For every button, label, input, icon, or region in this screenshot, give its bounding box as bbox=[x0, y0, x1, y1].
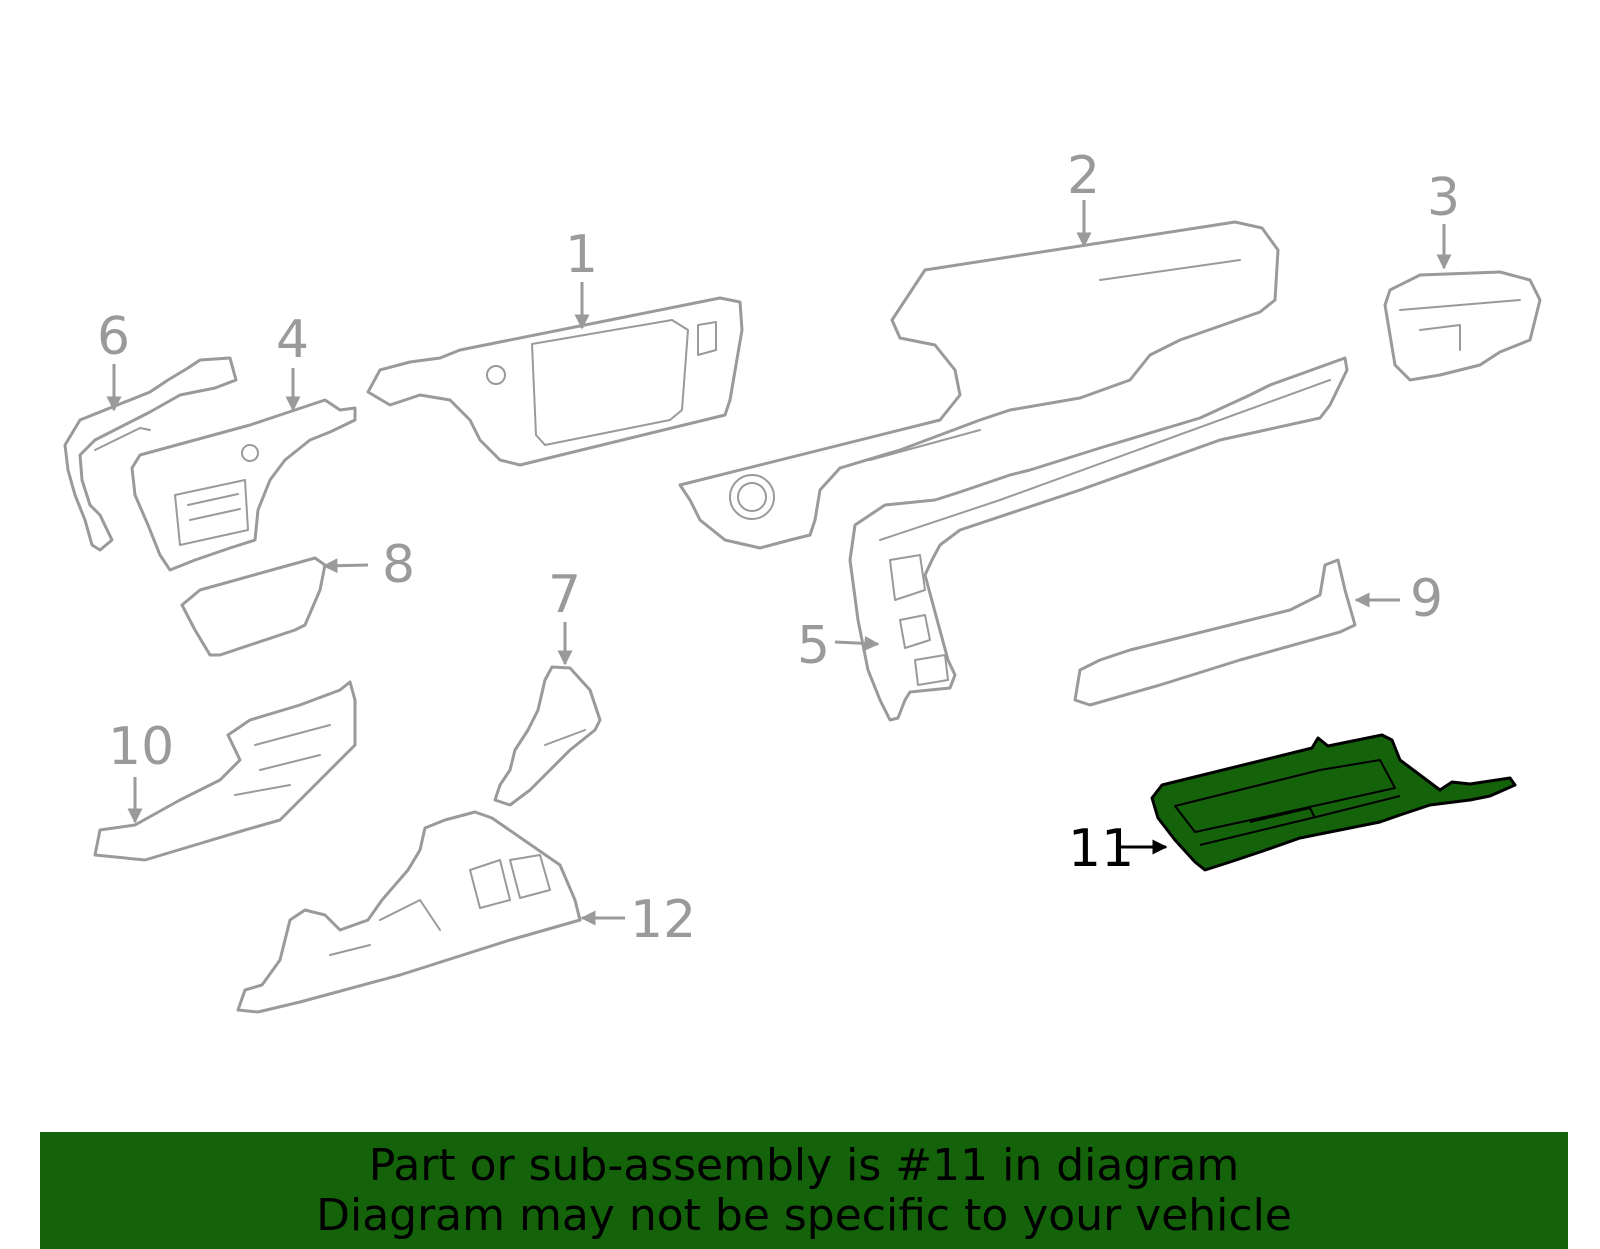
callout-4: 4 bbox=[276, 310, 309, 370]
callout-3: 3 bbox=[1427, 168, 1460, 228]
part-6-side-bracket bbox=[63, 356, 238, 552]
part-2-dash-pad bbox=[678, 220, 1280, 550]
banner-line-1: Part or sub-assembly is #11 in diagram bbox=[368, 1139, 1240, 1191]
callout-6: 6 bbox=[97, 307, 130, 367]
part-7-small-trim bbox=[493, 665, 602, 807]
part-5-lower-panel bbox=[848, 356, 1349, 722]
callout-12: 12 bbox=[630, 890, 696, 950]
info-banner: Part or sub-assembly is #11 in diagram D… bbox=[40, 1132, 1568, 1249]
part-9-lower-strip bbox=[1073, 558, 1357, 707]
part-12-lower-bracket bbox=[236, 810, 582, 1014]
banner-line-2: Diagram may not be specific to your vehi… bbox=[316, 1189, 1292, 1241]
part-8-small-panel bbox=[180, 556, 327, 657]
part-3-bracket bbox=[1383, 270, 1542, 382]
callout-2: 2 bbox=[1067, 146, 1100, 206]
callout-11: 11 bbox=[1068, 819, 1134, 879]
part-11-glove-box[interactable] bbox=[1150, 733, 1517, 872]
callout-8: 8 bbox=[382, 535, 415, 595]
part-1-center-panel bbox=[366, 296, 744, 467]
callout-9: 9 bbox=[1410, 569, 1443, 629]
callout-1: 1 bbox=[565, 225, 598, 285]
callout-10: 10 bbox=[108, 717, 174, 777]
callout-7: 7 bbox=[548, 565, 581, 625]
part-10-left-lower-bracket bbox=[93, 680, 357, 862]
callout-5: 5 bbox=[797, 616, 830, 676]
part-4-left-vent-panel bbox=[130, 398, 357, 572]
